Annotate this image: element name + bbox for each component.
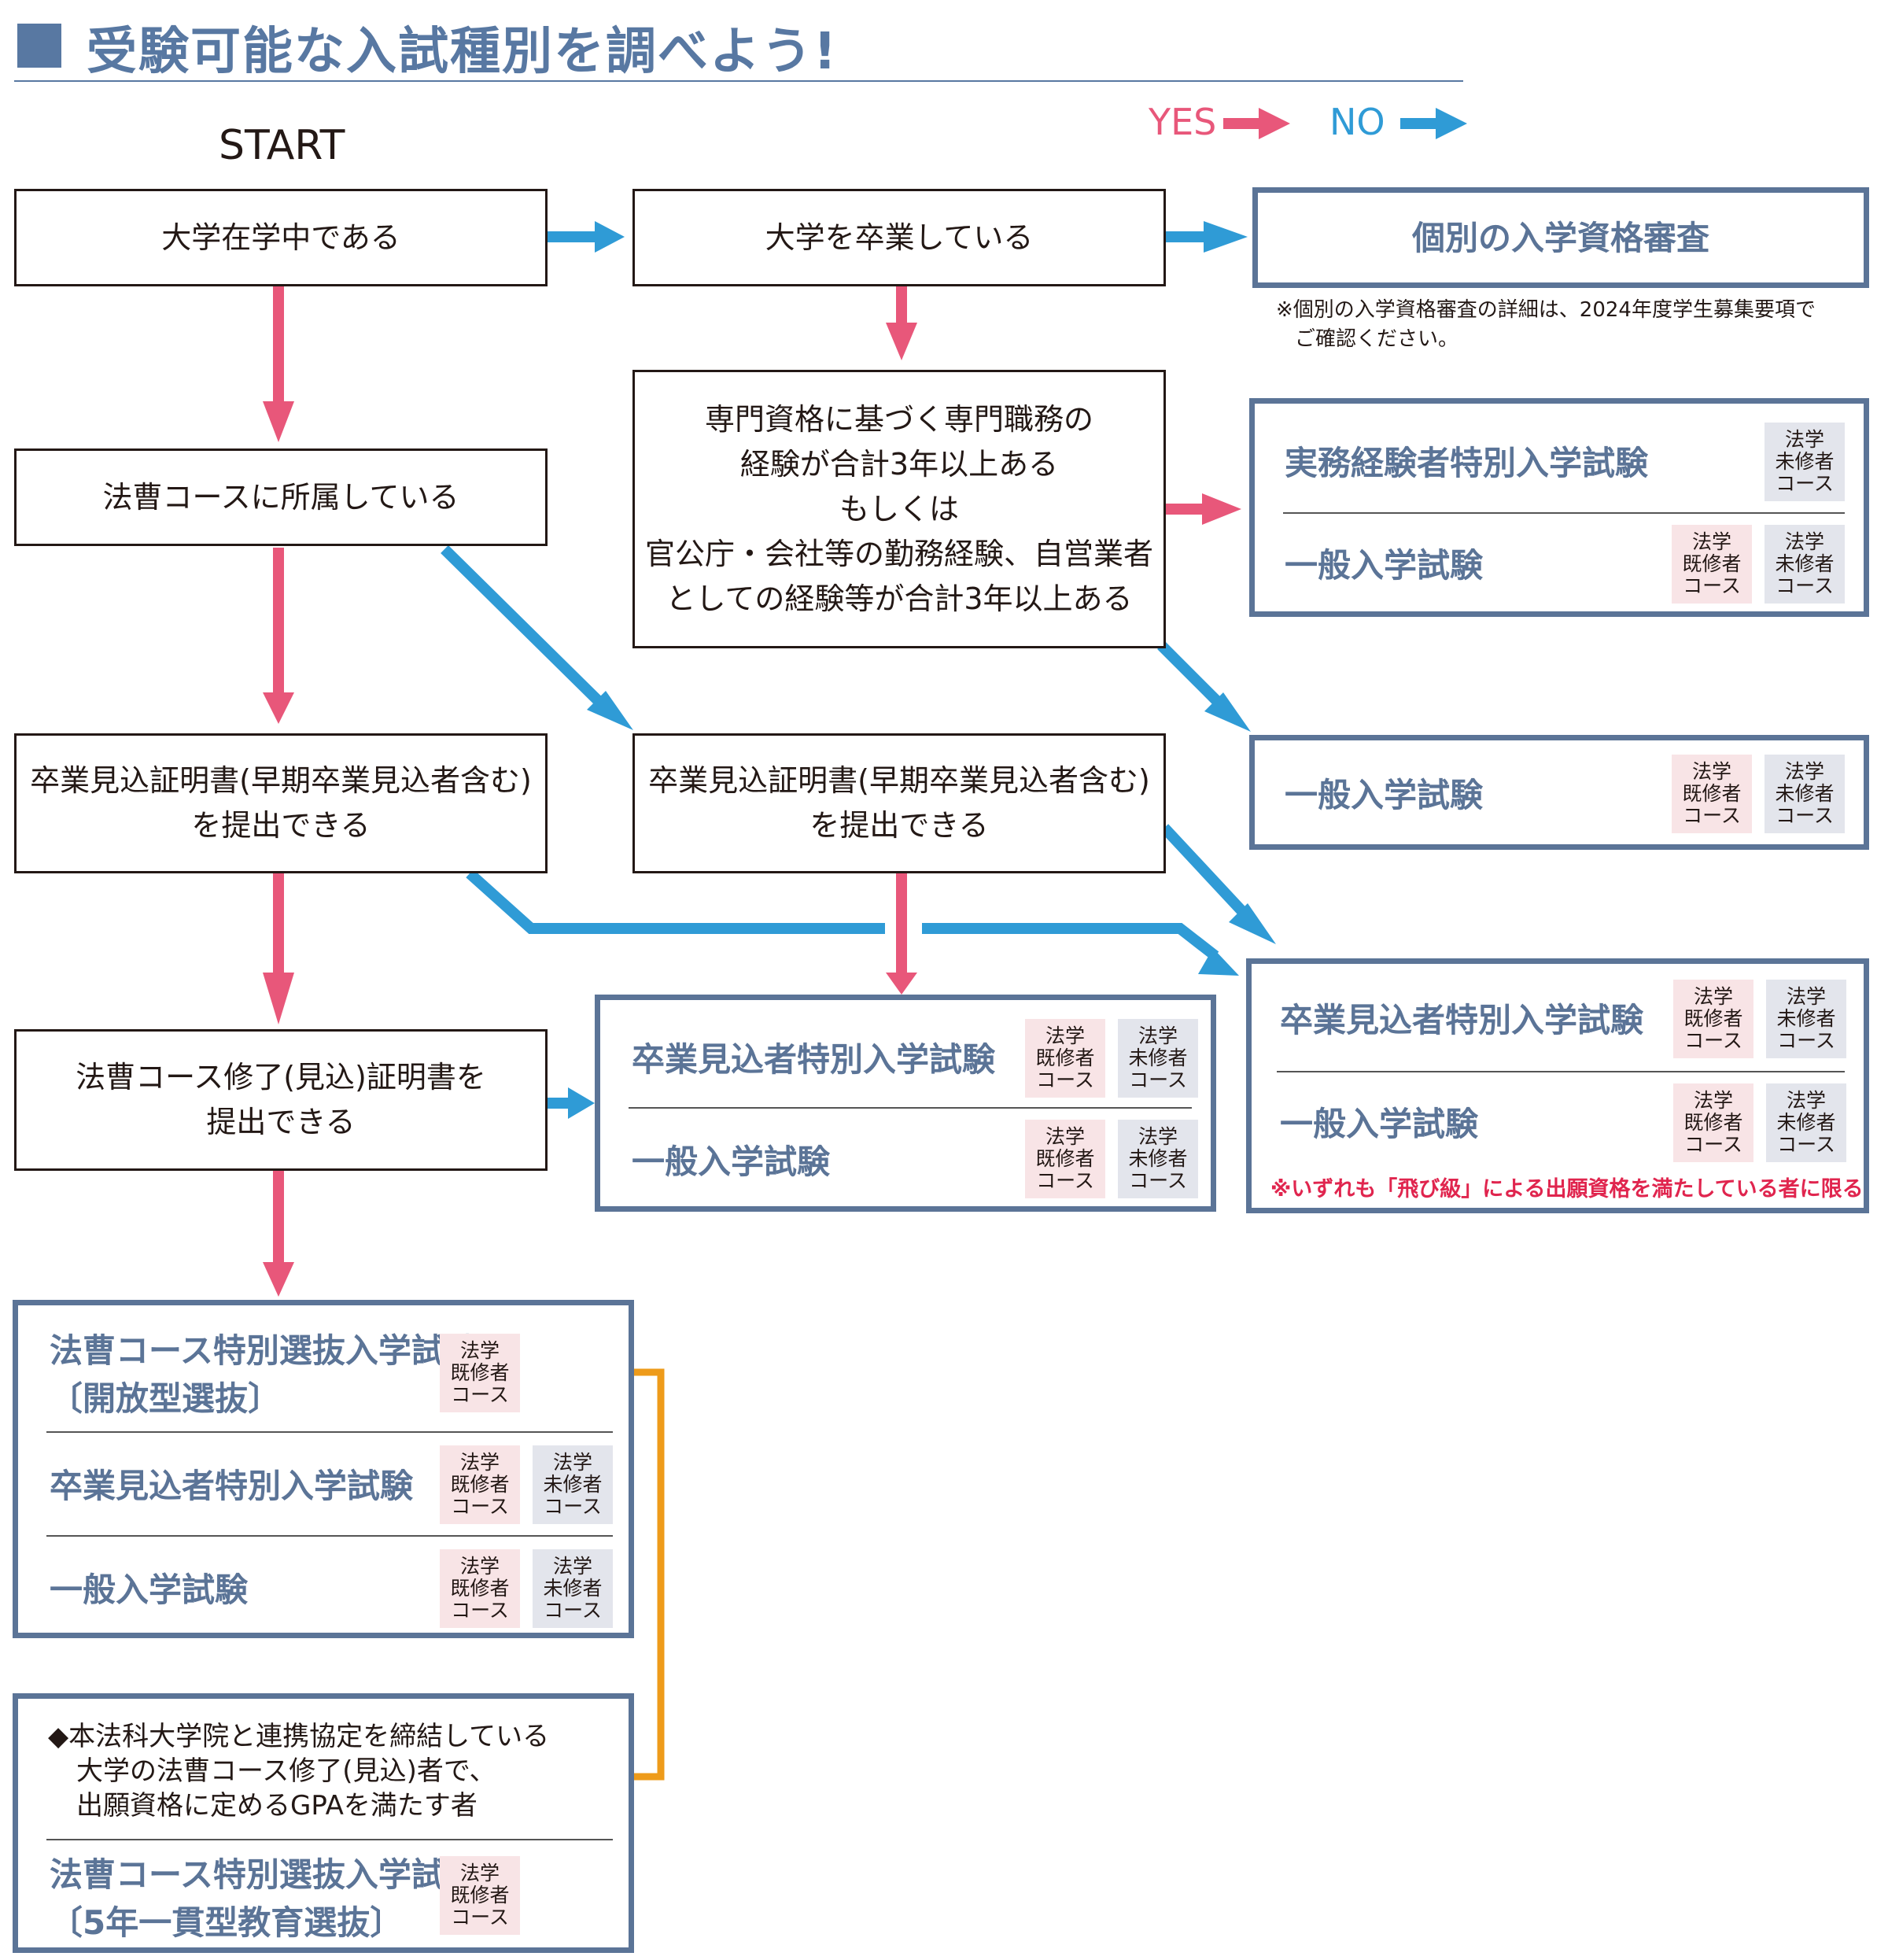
badge-kishu: 法学既修者コース bbox=[1025, 1120, 1105, 1198]
row-divider bbox=[1283, 512, 1845, 514]
result-work-experience-exams: 実務経験者特別入学試験 法学未修者コース 一般入学試験 法学既修者コース 法学未… bbox=[1249, 398, 1869, 617]
question-hoso-completion-certificate: 法曹コース修了(見込)証明書を 提出できる bbox=[14, 1029, 548, 1171]
skip-grade-note: ※いずれも「飛び級」による出願資格を満たしている者に限る bbox=[1270, 1177, 1864, 1201]
question-hoso-course: 法曹コースに所属している bbox=[14, 448, 548, 546]
exam-name-hoso-open: 法曹コース特別選抜入学試験 〔開放型選抜〕 bbox=[50, 1331, 478, 1418]
question-line: 専門資格に基づく専門職務の bbox=[704, 401, 1093, 437]
page-title: 受験可能な入試種別を調べよう! bbox=[87, 23, 839, 81]
badge-mishu: 法学未修者コース bbox=[533, 1549, 613, 1628]
badge-mishu: 法学未修者コース bbox=[1765, 755, 1845, 833]
exam-name-hoso-5year: 法曹コース特別選抜入学試験 〔5年一貫型教育選抜〕 bbox=[50, 1855, 478, 1942]
exam-name-ippan: 一般入学試験 bbox=[1285, 776, 1484, 814]
result-general-exam: 一般入学試験 法学既修者コース 法学未修者コース bbox=[1249, 735, 1869, 850]
row-divider bbox=[46, 1535, 613, 1537]
question-line: 経験が合計3年以上ある bbox=[739, 446, 1059, 482]
badge-mishu: 法学未修者コース bbox=[1766, 980, 1846, 1058]
question-line: 卒業見込証明書(早期卒業見込者含む) bbox=[30, 763, 532, 798]
badge-kishu: 法学既修者コース bbox=[1672, 755, 1752, 833]
individual-screening-note-line2: ご確認ください。 bbox=[1295, 327, 1459, 351]
condition-line: 出願資格に定めるGPAを満たす者 bbox=[76, 1790, 478, 1822]
exam-name-sotsugyo: 卒業見込者特別入学試験 bbox=[632, 1040, 996, 1079]
badge-kishu: 法学既修者コース bbox=[440, 1445, 520, 1524]
row-divider bbox=[46, 1839, 613, 1840]
condition-line: 大学の法曹コース修了(見込)者で、 bbox=[76, 1755, 496, 1787]
result-individual-screening: 個別の入学資格審査 bbox=[1252, 187, 1869, 288]
question-line: 提出できる bbox=[206, 1105, 356, 1139]
question-work-experience: 専門資格に基づく専門職務の 経験が合計3年以上ある もしくは 官公庁・会社等の勤… bbox=[632, 370, 1166, 648]
legend-yes-label: YES bbox=[1149, 101, 1217, 143]
exam-name-ippan: 一般入学試験 bbox=[632, 1142, 831, 1181]
result-graduation-exams-mid: 卒業見込者特別入学試験 法学既修者コース 法学未修者コース 一般入学試験 法学既… bbox=[595, 995, 1216, 1212]
question-text: 大学を卒業している bbox=[765, 220, 1034, 255]
exam-name-sotsugyo: 卒業見込者特別入学試験 bbox=[1280, 1001, 1644, 1039]
condition-line: ◆本法科大学院と連携協定を締結している bbox=[48, 1721, 550, 1752]
question-text: 大学在学中である bbox=[161, 220, 400, 255]
badge-kishu: 法学既修者コース bbox=[1673, 980, 1753, 1058]
result-title: 個別の入学資格審査 bbox=[1411, 219, 1709, 257]
badge-kishu: 法学既修者コース bbox=[440, 1334, 520, 1412]
exam-name-ippan: 一般入学試験 bbox=[50, 1571, 249, 1609]
question-line: を提出できる bbox=[809, 808, 989, 843]
row-divider bbox=[629, 1107, 1192, 1109]
exam-name-ippan: 一般入学試験 bbox=[1285, 546, 1484, 585]
question-graduated: 大学を卒業している bbox=[632, 189, 1166, 286]
question-line: もしくは bbox=[839, 491, 959, 526]
title-underline bbox=[14, 80, 1463, 82]
exam-name-ippan: 一般入学試験 bbox=[1280, 1105, 1479, 1143]
row-divider bbox=[1277, 1071, 1845, 1072]
question-line: 卒業見込証明書(早期卒業見込者含む) bbox=[648, 763, 1150, 798]
row-divider bbox=[46, 1431, 613, 1433]
badge-mishu: 法学未修者コース bbox=[1765, 525, 1845, 604]
question-line: としての経験等が合計3年以上ある bbox=[666, 581, 1133, 616]
badge-kishu: 法学既修者コース bbox=[1673, 1083, 1753, 1162]
badge-kishu: 法学既修者コース bbox=[1025, 1019, 1105, 1098]
question-line: 官公庁・会社等の勤務経験、自営業者 bbox=[644, 536, 1153, 571]
exam-name-sotsugyo: 卒業見込者特別入学試験 bbox=[50, 1467, 414, 1505]
question-graduation-certificate-mid: 卒業見込証明書(早期卒業見込者含む) を提出できる bbox=[632, 733, 1166, 873]
no-arrows bbox=[441, 108, 1467, 1119]
question-in-university: 大学在学中である bbox=[14, 189, 548, 286]
badge-kishu: 法学既修者コース bbox=[440, 1549, 520, 1628]
legend-no-label: NO bbox=[1329, 101, 1385, 143]
exam-name-jitsumu: 実務経験者特別入学試験 bbox=[1285, 444, 1649, 482]
badge-kishu: 法学既修者コース bbox=[440, 1856, 520, 1935]
result-5year-integrated-exam: ◆本法科大学院と連携協定を締結している 大学の法曹コース修了(見込)者で、 出願… bbox=[13, 1693, 634, 1953]
individual-screening-note-line1: ※個別の入学資格審査の詳細は、2024年度学生募集要項で bbox=[1276, 298, 1816, 322]
question-line: 法曹コース修了(見込)証明書を bbox=[76, 1060, 486, 1094]
badge-mishu: 法学未修者コース bbox=[533, 1445, 613, 1524]
result-hoso-course-exams: 法曹コース特別選抜入学試験 〔開放型選抜〕 法学既修者コース 卒業見込者特別入学… bbox=[13, 1300, 634, 1638]
question-graduation-certificate-left: 卒業見込証明書(早期卒業見込者含む) を提出できる bbox=[14, 733, 548, 873]
start-label: START bbox=[219, 122, 345, 169]
badge-mishu: 法学未修者コース bbox=[1765, 423, 1845, 501]
yes-arrows bbox=[263, 108, 1290, 1297]
result-early-graduation-exams: 卒業見込者特別入学試験 法学既修者コース 法学未修者コース 一般入学試験 法学既… bbox=[1246, 958, 1869, 1213]
badge-mishu: 法学未修者コース bbox=[1118, 1120, 1198, 1198]
title-marker-square bbox=[17, 24, 61, 68]
badge-mishu: 法学未修者コース bbox=[1118, 1019, 1198, 1098]
badge-kishu: 法学既修者コース bbox=[1672, 525, 1752, 604]
badge-mishu: 法学未修者コース bbox=[1766, 1083, 1846, 1162]
question-line: を提出できる bbox=[191, 808, 371, 843]
question-text: 法曹コースに所属している bbox=[102, 479, 459, 515]
